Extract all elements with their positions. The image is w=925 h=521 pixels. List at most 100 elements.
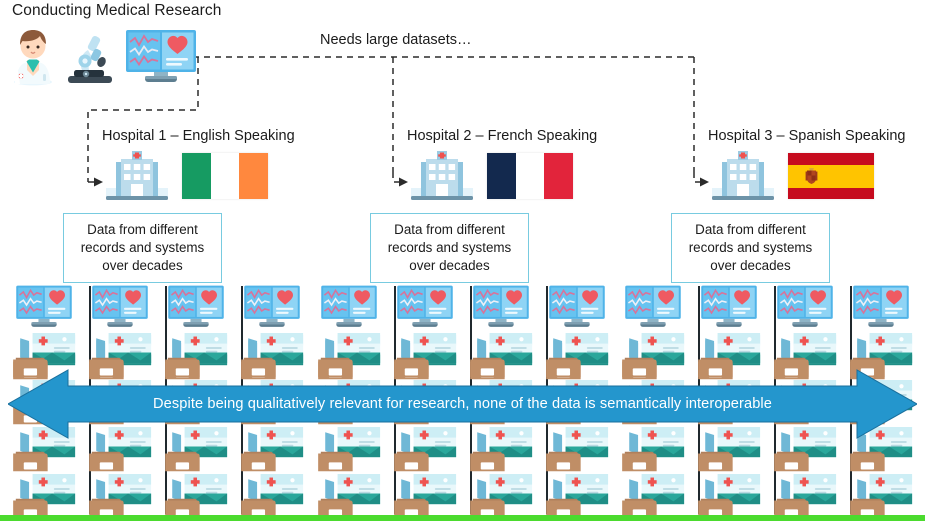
record-cell	[470, 427, 540, 478]
record-column	[394, 285, 464, 521]
banner-text: Despite being qualitatively relevant for…	[153, 396, 772, 412]
medical-record-folder-icon	[165, 474, 228, 519]
medical-monitor-icon	[625, 285, 681, 327]
record-column	[698, 285, 768, 521]
medical-record-folder-icon	[546, 474, 609, 519]
medical-record-folder-icon	[850, 333, 913, 378]
medical-monitor-icon	[853, 285, 909, 327]
medical-record-folder-icon	[470, 427, 533, 472]
medical-record-folder-icon	[241, 427, 304, 472]
medical-record-folder-icon	[546, 427, 609, 472]
medical-record-folder-icon	[394, 474, 457, 519]
record-cell	[698, 427, 768, 478]
medical-record-folder-icon	[165, 333, 228, 378]
medical-record-folder-icon	[241, 333, 304, 378]
record-cell	[698, 333, 768, 384]
record-cell	[850, 427, 920, 478]
medical-record-folder-icon	[13, 427, 76, 472]
medical-record-folder-icon	[546, 333, 609, 378]
medical-record-folder-icon	[470, 474, 533, 519]
record-cell	[394, 474, 464, 521]
hospital-3-icons	[708, 150, 906, 202]
record-cell	[774, 474, 844, 521]
bottom-green-bar	[0, 515, 925, 521]
spain-flag-icon	[788, 153, 874, 199]
medical-record-folder-icon	[774, 333, 837, 378]
research-icons-row	[10, 26, 198, 86]
medical-monitor-icon	[92, 285, 148, 327]
medical-record-folder-icon	[850, 427, 913, 472]
hospital-1-icons	[102, 150, 295, 202]
needs-large-datasets-label: Needs large datasets…	[320, 32, 472, 48]
data-box-1: Data from different records and systems …	[63, 213, 222, 284]
record-cell	[241, 474, 311, 521]
medical-monitor-icon	[777, 285, 833, 327]
hospital-group-1: Hospital 1 – English Speaking	[88, 128, 295, 202]
medical-record-folder-icon	[622, 427, 685, 472]
medical-record-folder-icon	[89, 474, 152, 519]
hospital-3-title: Hospital 3 – Spanish Speaking	[708, 128, 906, 144]
ireland-flag-icon	[182, 153, 269, 199]
record-cell	[165, 427, 235, 478]
record-cell	[318, 427, 388, 478]
hospital-building-icon	[106, 151, 168, 200]
hospital-group-3: Hospital 3 – Spanish Speaking	[694, 128, 906, 202]
microscope-icon	[68, 35, 112, 83]
medical-record-folder-icon	[774, 474, 837, 519]
medical-record-folder-icon	[470, 333, 533, 378]
record-cell	[241, 333, 311, 384]
record-cell	[470, 474, 540, 521]
record-cell	[546, 427, 616, 478]
medical-record-folder-icon	[165, 427, 228, 472]
spain-coat-of-arms-icon	[805, 168, 818, 184]
medical-record-folder-icon	[318, 474, 381, 519]
record-cell	[394, 333, 464, 384]
record-cell	[546, 333, 616, 384]
record-cell	[546, 474, 616, 521]
record-cell	[774, 427, 844, 478]
medical-monitor-icon	[473, 285, 529, 327]
hospital-building-icon	[712, 151, 774, 200]
medical-monitor-icon	[244, 285, 300, 327]
record-cell	[13, 474, 83, 521]
medical-monitor-icon	[126, 30, 196, 82]
france-flag-icon	[487, 153, 574, 199]
medical-record-folder-icon	[394, 333, 457, 378]
medical-record-folder-icon	[622, 474, 685, 519]
medical-record-folder-icon	[89, 427, 152, 472]
record-cell	[89, 474, 159, 521]
medical-record-folder-icon	[774, 427, 837, 472]
record-cell	[698, 474, 768, 521]
record-cell	[165, 333, 235, 384]
medical-monitor-icon	[16, 285, 72, 327]
medical-monitor-icon	[321, 285, 377, 327]
medical-record-folder-icon	[850, 474, 913, 519]
medical-record-folder-icon	[318, 333, 381, 378]
hospital-2-icons	[407, 150, 597, 202]
record-cell	[318, 474, 388, 521]
medical-monitor-icon	[168, 285, 224, 327]
doctor-icon	[14, 30, 52, 86]
record-cell	[622, 474, 692, 521]
record-cell	[13, 333, 83, 384]
record-cell	[165, 474, 235, 521]
medical-record-folder-icon	[698, 333, 761, 378]
medical-record-folder-icon	[394, 427, 457, 472]
record-cell	[394, 427, 464, 478]
page-title: Conducting Medical Research	[12, 2, 222, 19]
interoperability-banner: Despite being qualitatively relevant for…	[6, 366, 919, 442]
record-cell	[622, 333, 692, 384]
hospital-2-title: Hospital 2 – French Speaking	[407, 128, 598, 144]
record-column	[470, 285, 540, 521]
record-cell	[318, 333, 388, 384]
medical-record-folder-icon	[622, 333, 685, 378]
record-cell	[470, 333, 540, 384]
data-box-3: Data from different records and systems …	[671, 213, 830, 284]
data-box-2: Data from different records and systems …	[370, 213, 529, 284]
record-column	[546, 285, 616, 521]
medical-record-folder-icon	[318, 427, 381, 472]
medical-record-folder-icon	[89, 333, 152, 378]
record-cell	[89, 427, 159, 478]
hospital-group-2: Hospital 2 – French Speaking	[393, 128, 597, 202]
medical-record-folder-icon	[241, 474, 304, 519]
